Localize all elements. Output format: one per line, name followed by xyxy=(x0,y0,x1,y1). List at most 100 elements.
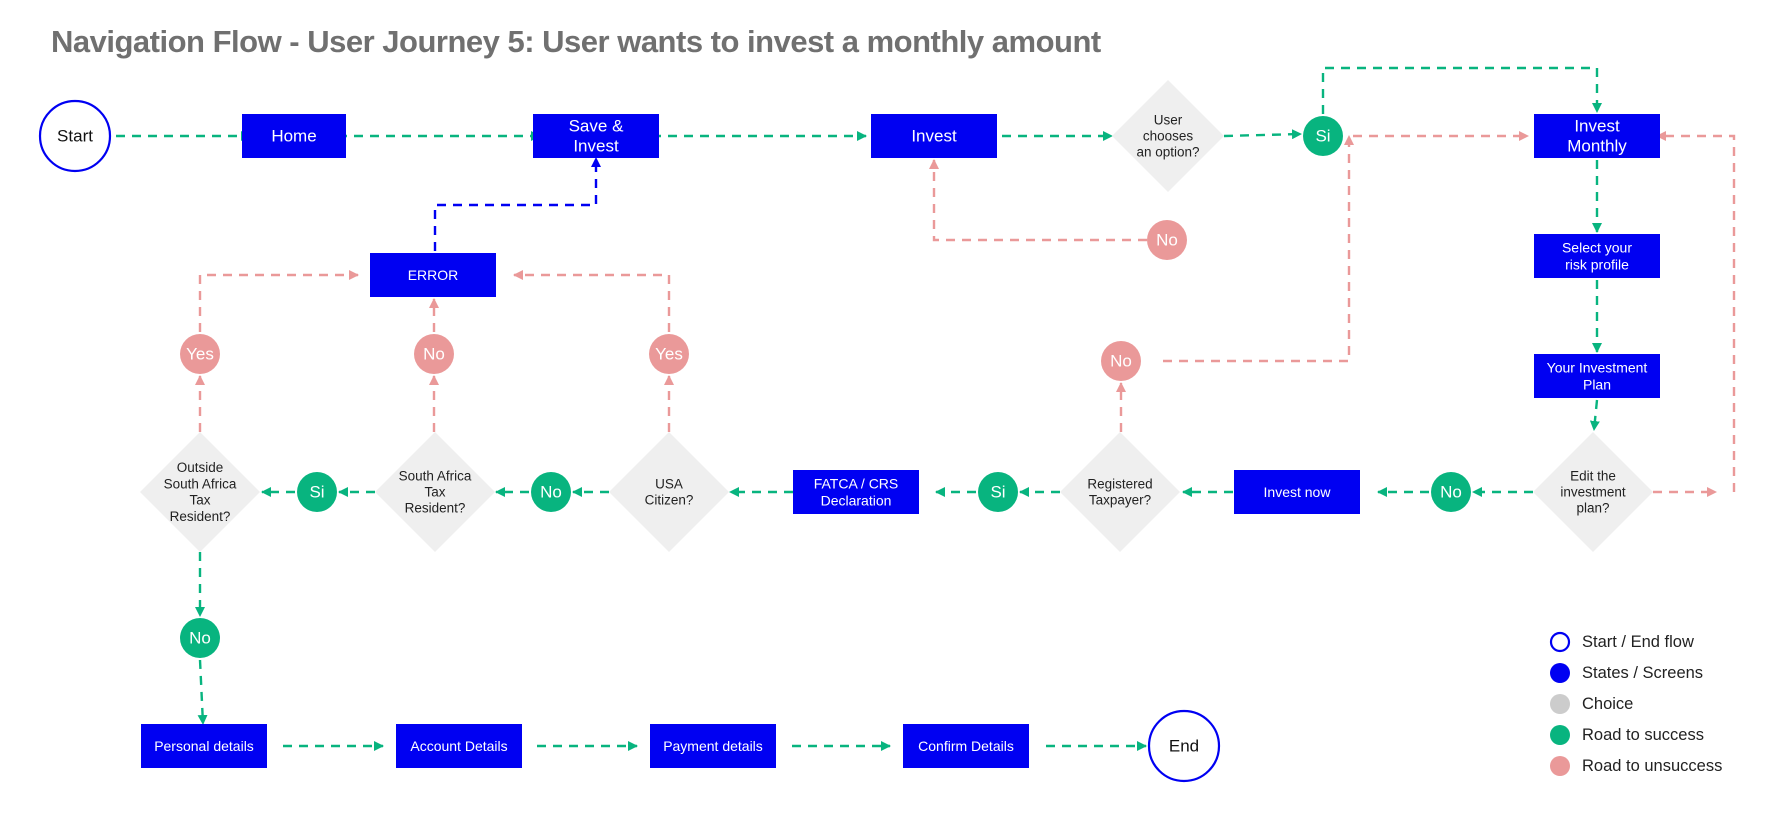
flow-arrow-31 xyxy=(198,270,359,332)
start-terminal-circle xyxy=(38,99,112,173)
legend-swatch-terminal xyxy=(1549,631,1571,653)
legend-swatch-choice xyxy=(1550,694,1570,714)
flow-arrow-32 xyxy=(433,157,601,251)
no-outside-node: No xyxy=(180,618,220,658)
sa-resident-label: Tax xyxy=(424,485,445,500)
si-taxpayer-node: Si xyxy=(978,472,1018,512)
legend-swatch-screen xyxy=(1550,663,1570,683)
fatca-label: FATCA / CRS xyxy=(814,476,899,492)
payment-screen-box xyxy=(650,724,776,768)
registered-taxpayer-choice-diamond xyxy=(1060,432,1180,552)
account-label: Account Details xyxy=(410,738,507,754)
yes-usa-badge xyxy=(649,334,689,374)
no-sa-badge xyxy=(414,334,454,374)
registered-taxpayer-label: Taxpayer? xyxy=(1089,493,1151,508)
flow-arrow-34 xyxy=(197,659,208,725)
end-label: End xyxy=(1169,737,1199,756)
edit-plan-label: Edit the xyxy=(1570,468,1616,483)
personal-label: Personal details xyxy=(154,738,254,754)
home-screen-box xyxy=(242,114,346,158)
investment-plan-screen-box xyxy=(1534,354,1660,398)
home-node: Home xyxy=(242,114,346,158)
si-sa-badge xyxy=(297,472,337,512)
usa-citizen-choice-diamond xyxy=(609,432,729,552)
no-top-label: No xyxy=(1156,231,1178,250)
start-node: Start xyxy=(38,99,112,173)
sa-resident-label: South Africa xyxy=(399,468,472,483)
risk-profile-label: risk profile xyxy=(1565,256,1629,272)
legend-swatch-unsuccess xyxy=(1550,756,1570,776)
flow-arrow-13 xyxy=(1656,131,1736,492)
payment-node: Payment details xyxy=(650,724,776,768)
yes-usa-node: Yes xyxy=(649,334,689,374)
no-sa-label: No xyxy=(423,345,445,364)
start-label: Start xyxy=(57,127,93,146)
confirm-screen-box xyxy=(903,724,1029,768)
no-edit-label: No xyxy=(1440,483,1462,502)
edit-plan-label: plan? xyxy=(1576,501,1609,516)
user-chooses-label: chooses xyxy=(1143,129,1194,144)
account-screen-box xyxy=(396,724,522,768)
flow-arrow-5 xyxy=(1223,129,1302,140)
legend-label-success: Road to success xyxy=(1582,726,1704,744)
flow-arrow-8 xyxy=(929,159,1147,242)
save-invest-label: Save & xyxy=(569,116,624,135)
invest-monthly-label: Invest xyxy=(1574,116,1620,135)
sa-resident-label: Resident? xyxy=(405,501,466,516)
invest-monthly-screen-box xyxy=(1534,114,1660,158)
outside-sa-label: Resident? xyxy=(170,509,231,524)
edit-plan-choice-diamond xyxy=(1533,432,1653,552)
legend-label-terminal: Start / End flow xyxy=(1582,633,1694,651)
si-top-label: Si xyxy=(1315,127,1330,146)
registered-taxpayer-label: Registered xyxy=(1087,476,1152,491)
si-taxpayer-badge xyxy=(978,472,1018,512)
si-sa-label: Si xyxy=(309,483,324,502)
si-taxpayer-label: Si xyxy=(990,483,1005,502)
legend-label-screen: States / Screens xyxy=(1582,664,1703,682)
error-label: ERROR xyxy=(408,267,459,283)
invest-label: Invest xyxy=(911,127,957,146)
no-usa-label: No xyxy=(540,483,562,502)
no-taxpayer-label: No xyxy=(1110,352,1132,371)
flow-arrow-23 xyxy=(513,270,671,332)
si-top-node: Si xyxy=(1303,116,1343,156)
no-top-node: No xyxy=(1147,220,1187,260)
home-label: Home xyxy=(271,127,316,146)
flow-arrow-6 xyxy=(1321,66,1602,114)
user-chooses-label: User xyxy=(1154,112,1183,127)
end-node: End xyxy=(1147,709,1221,783)
outside-sa-choice-diamond xyxy=(140,432,260,552)
risk-profile-label: Select your xyxy=(1562,240,1632,256)
yes-outside-badge xyxy=(180,334,220,374)
sa-resident-choice-diamond xyxy=(375,432,495,552)
si-top-badge xyxy=(1303,116,1343,156)
invest-now-node: Invest now xyxy=(1234,470,1360,514)
no-usa-badge xyxy=(531,472,571,512)
error-screen-box xyxy=(370,253,496,297)
personal-screen-box xyxy=(141,724,267,768)
risk-profile-screen-box xyxy=(1534,234,1660,278)
confirm-label: Confirm Details xyxy=(918,738,1014,754)
personal-node: Personal details xyxy=(141,724,267,768)
investment-plan-label: Your Investment xyxy=(1547,360,1648,376)
no-taxpayer-node: No xyxy=(1101,341,1141,381)
confirm-node: Confirm Details xyxy=(903,724,1029,768)
invest-node: Invest xyxy=(871,114,997,158)
si-sa-node: Si xyxy=(297,472,337,512)
outside-sa-label: Tax xyxy=(189,493,210,508)
end-terminal-circle xyxy=(1147,709,1221,783)
no-taxpayer-badge xyxy=(1101,341,1141,381)
no-outside-label: No xyxy=(189,629,211,648)
no-top-badge xyxy=(1147,220,1187,260)
flow-arrow-18 xyxy=(1163,135,1354,363)
invest-now-screen-box xyxy=(1234,470,1360,514)
